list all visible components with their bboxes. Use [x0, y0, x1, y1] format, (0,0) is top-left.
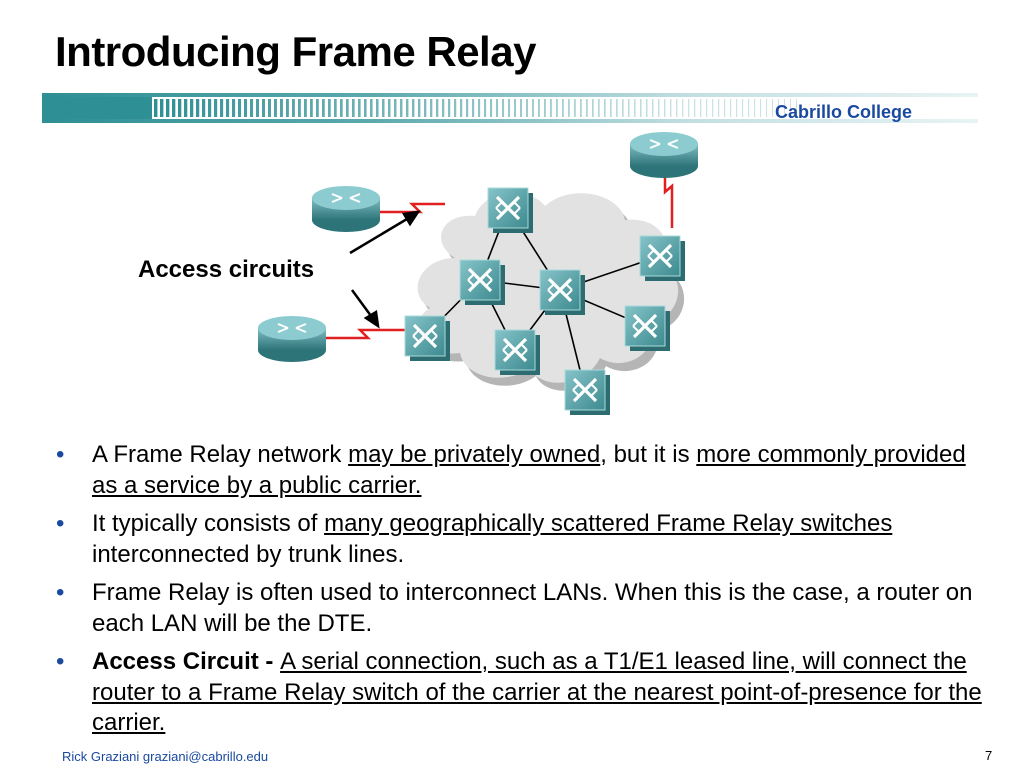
- header-bar: [42, 93, 978, 123]
- switch-icon: [487, 187, 533, 233]
- brand-label: Cabrillo College: [775, 102, 913, 122]
- switch-icon: [564, 369, 610, 415]
- bullet-text: Access Circuit -: [92, 648, 281, 675]
- switch-icon: [404, 315, 450, 361]
- footer-author: Rick Graziani graziani@cabrillo.edu: [62, 749, 269, 764]
- switch-icon: [459, 259, 505, 305]
- bullet-text: It typically consists of: [92, 510, 325, 537]
- bullet-text: more commonly provided as a service by a…: [92, 441, 966, 499]
- bullet-dot-icon: •: [56, 441, 65, 468]
- bullet-item: • Access Circuit - A serial connection, s…: [56, 647, 990, 739]
- slide-title: Introducing Frame Relay: [55, 28, 536, 75]
- bullet-dot-icon: •: [56, 579, 65, 606]
- bullet-text: A serial connection, such as a T1/E1 lea…: [92, 648, 982, 736]
- bullet-item: • It typically consists of many geographi…: [56, 509, 990, 570]
- switch-icon: [624, 305, 670, 351]
- access-circuits-label: Access circuits: [138, 256, 315, 283]
- bullet-text: interconnected by trunk lines.: [92, 540, 405, 568]
- switch-icon: [539, 269, 585, 315]
- router-icon: [312, 186, 380, 232]
- bullet-item: • A Frame Relay network may be privately …: [56, 440, 990, 501]
- network-diagram: [258, 132, 698, 415]
- router-icon: [258, 316, 326, 362]
- bullet-item: • Frame Relay is often used to interconne…: [56, 578, 990, 639]
- bullet-text: may be privately owned: [348, 441, 601, 468]
- switch-icon: [494, 329, 540, 375]
- bullet-dot-icon: •: [56, 648, 65, 675]
- bullet-text: , but it is: [600, 441, 697, 468]
- bullet-list: • A Frame Relay network may be privately …: [56, 440, 990, 747]
- bullet-text: Frame Relay is often used to interconnec…: [92, 579, 973, 637]
- bullet-text: many geographically scattered Frame Rela…: [324, 510, 893, 537]
- arrow-icon: [349, 210, 421, 329]
- bullet-text: A Frame Relay network: [92, 441, 349, 468]
- bullet-dot-icon: •: [56, 510, 65, 537]
- wan-link-icon: [325, 168, 674, 340]
- page-number: 7: [985, 748, 993, 763]
- router-icon: [630, 132, 698, 178]
- switch-icon: [639, 235, 685, 281]
